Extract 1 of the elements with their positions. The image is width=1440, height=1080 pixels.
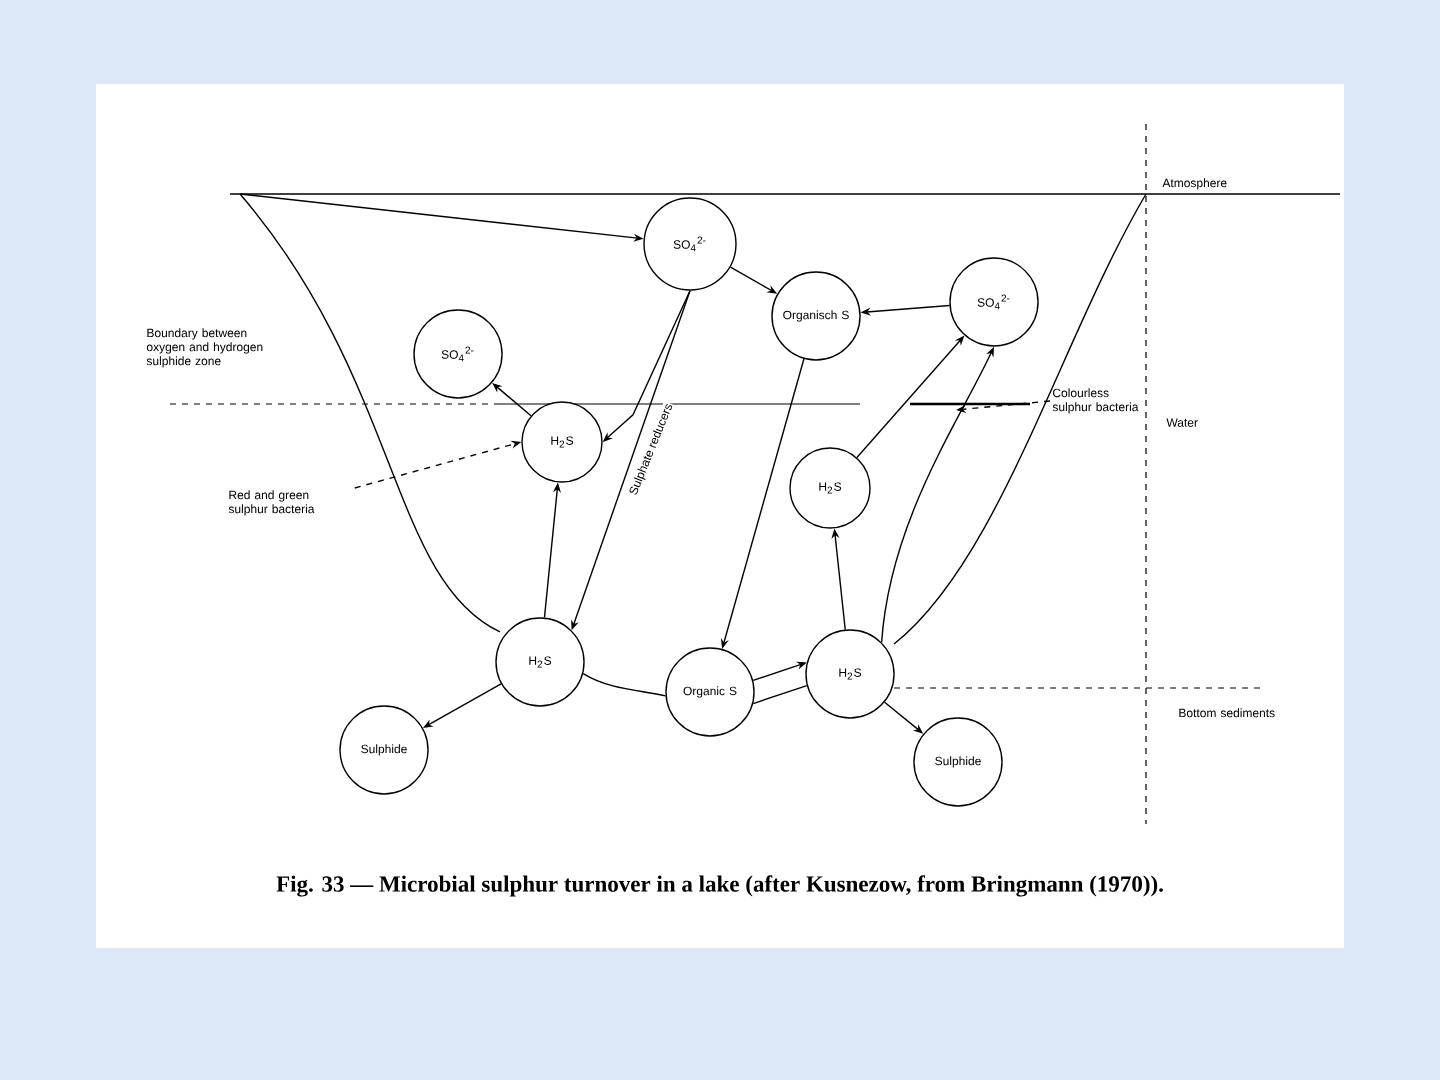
figure-caption: Fig. 33 — Microbial sulphur turnover in a lake (after Kusnezow, from Bringmann (1970)). (276, 875, 1163, 897)
